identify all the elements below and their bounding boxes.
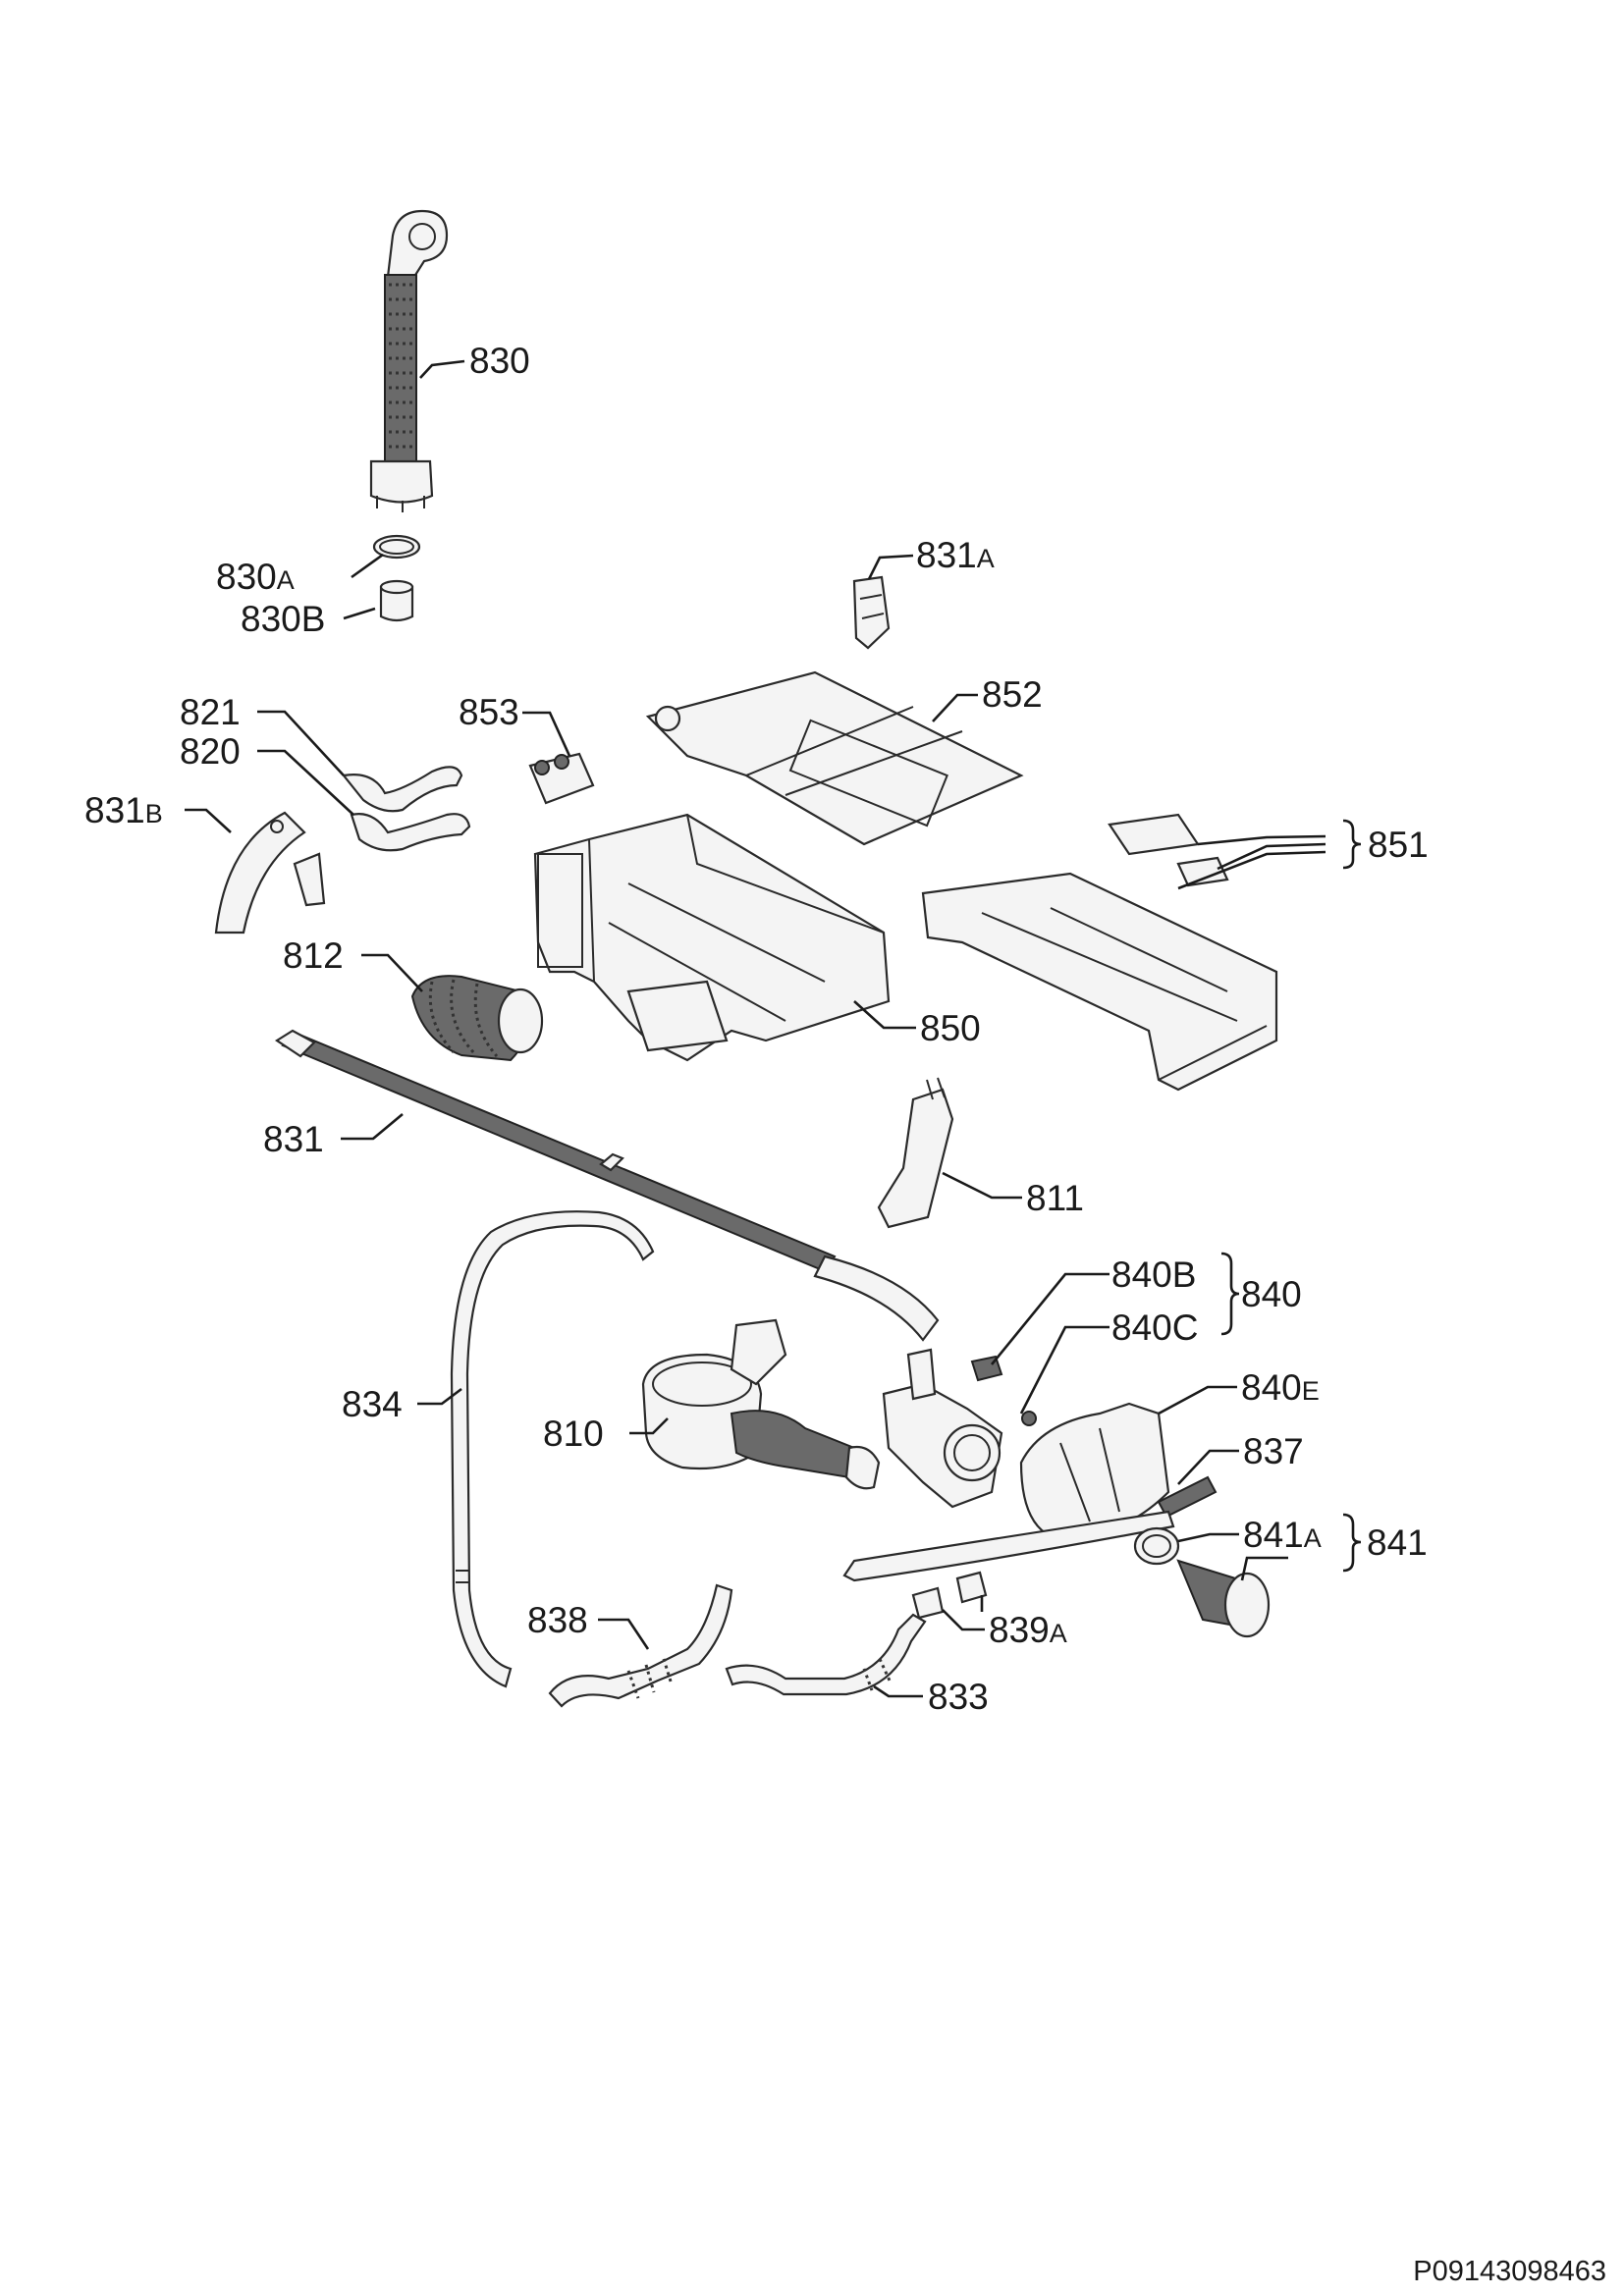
label-850: 850 — [920, 1008, 981, 1048]
label-838: 838 — [527, 1600, 588, 1640]
part-821-inlet-hose — [341, 766, 463, 813]
part-811-connector — [877, 1077, 954, 1229]
part-840-drain-pump — [882, 1348, 1003, 1509]
part-837-hose — [842, 1475, 1218, 1582]
part-830b-filter-insert — [379, 579, 414, 622]
part-831a-hose-clip — [852, 575, 891, 650]
part-839a-adaptor — [911, 1571, 988, 1620]
label-821: 821 — [180, 692, 241, 732]
label-840c: 840C — [1111, 1308, 1198, 1348]
label-810: 810 — [543, 1414, 604, 1454]
part-820-inlet-hose — [350, 813, 471, 852]
part-812-bellows — [410, 975, 544, 1062]
label-830b: 830B — [241, 599, 325, 639]
part-841-pump-filter — [1176, 1559, 1271, 1638]
label-833: 833 — [928, 1677, 989, 1717]
label-820: 820 — [180, 731, 241, 772]
part-840c-screw — [1021, 1411, 1037, 1426]
label-834: 834 — [342, 1384, 403, 1424]
label-831a: 831A — [916, 535, 995, 575]
part-851-detergent-drawer — [921, 813, 1278, 1092]
document-code: P09143098463 — [1413, 2256, 1606, 2287]
part-853-valve — [528, 752, 595, 805]
part-841a-seal — [1133, 1526, 1180, 1566]
label-840e: 840E — [1241, 1367, 1320, 1408]
part-831b-hose-bend — [214, 811, 326, 934]
part-833-hose — [725, 1613, 927, 1696]
label-840b: 840B — [1111, 1255, 1196, 1295]
label-830a: 830A — [216, 557, 295, 597]
part-830a-seal-ring — [372, 534, 421, 560]
label-852: 852 — [982, 674, 1043, 715]
label-839a: 839A — [989, 1610, 1067, 1650]
part-831-drain-hose — [274, 1029, 940, 1342]
label-851: 851 — [1368, 825, 1429, 865]
label-853: 853 — [459, 692, 519, 732]
part-830-drain-hose — [369, 209, 449, 512]
label-811: 811 — [1026, 1178, 1084, 1218]
part-852-dispenser-cover — [645, 670, 1024, 846]
part-834-hose — [450, 1210, 655, 1688]
label-812: 812 — [283, 935, 344, 976]
part-810-pump-housing — [641, 1318, 881, 1490]
label-830: 830 — [469, 341, 530, 381]
label-831: 831 — [263, 1119, 324, 1159]
part-840b-clip — [970, 1355, 1003, 1382]
label-837: 837 — [1243, 1431, 1304, 1471]
label-841: 841 — [1367, 1522, 1428, 1563]
part-838-hose — [548, 1583, 733, 1708]
part-850-dispenser-housing — [533, 813, 891, 1062]
label-840: 840 — [1241, 1274, 1302, 1314]
label-831b: 831B — [84, 790, 163, 830]
label-841a: 841A — [1243, 1515, 1322, 1555]
leader-lines — [185, 359, 1362, 1698]
